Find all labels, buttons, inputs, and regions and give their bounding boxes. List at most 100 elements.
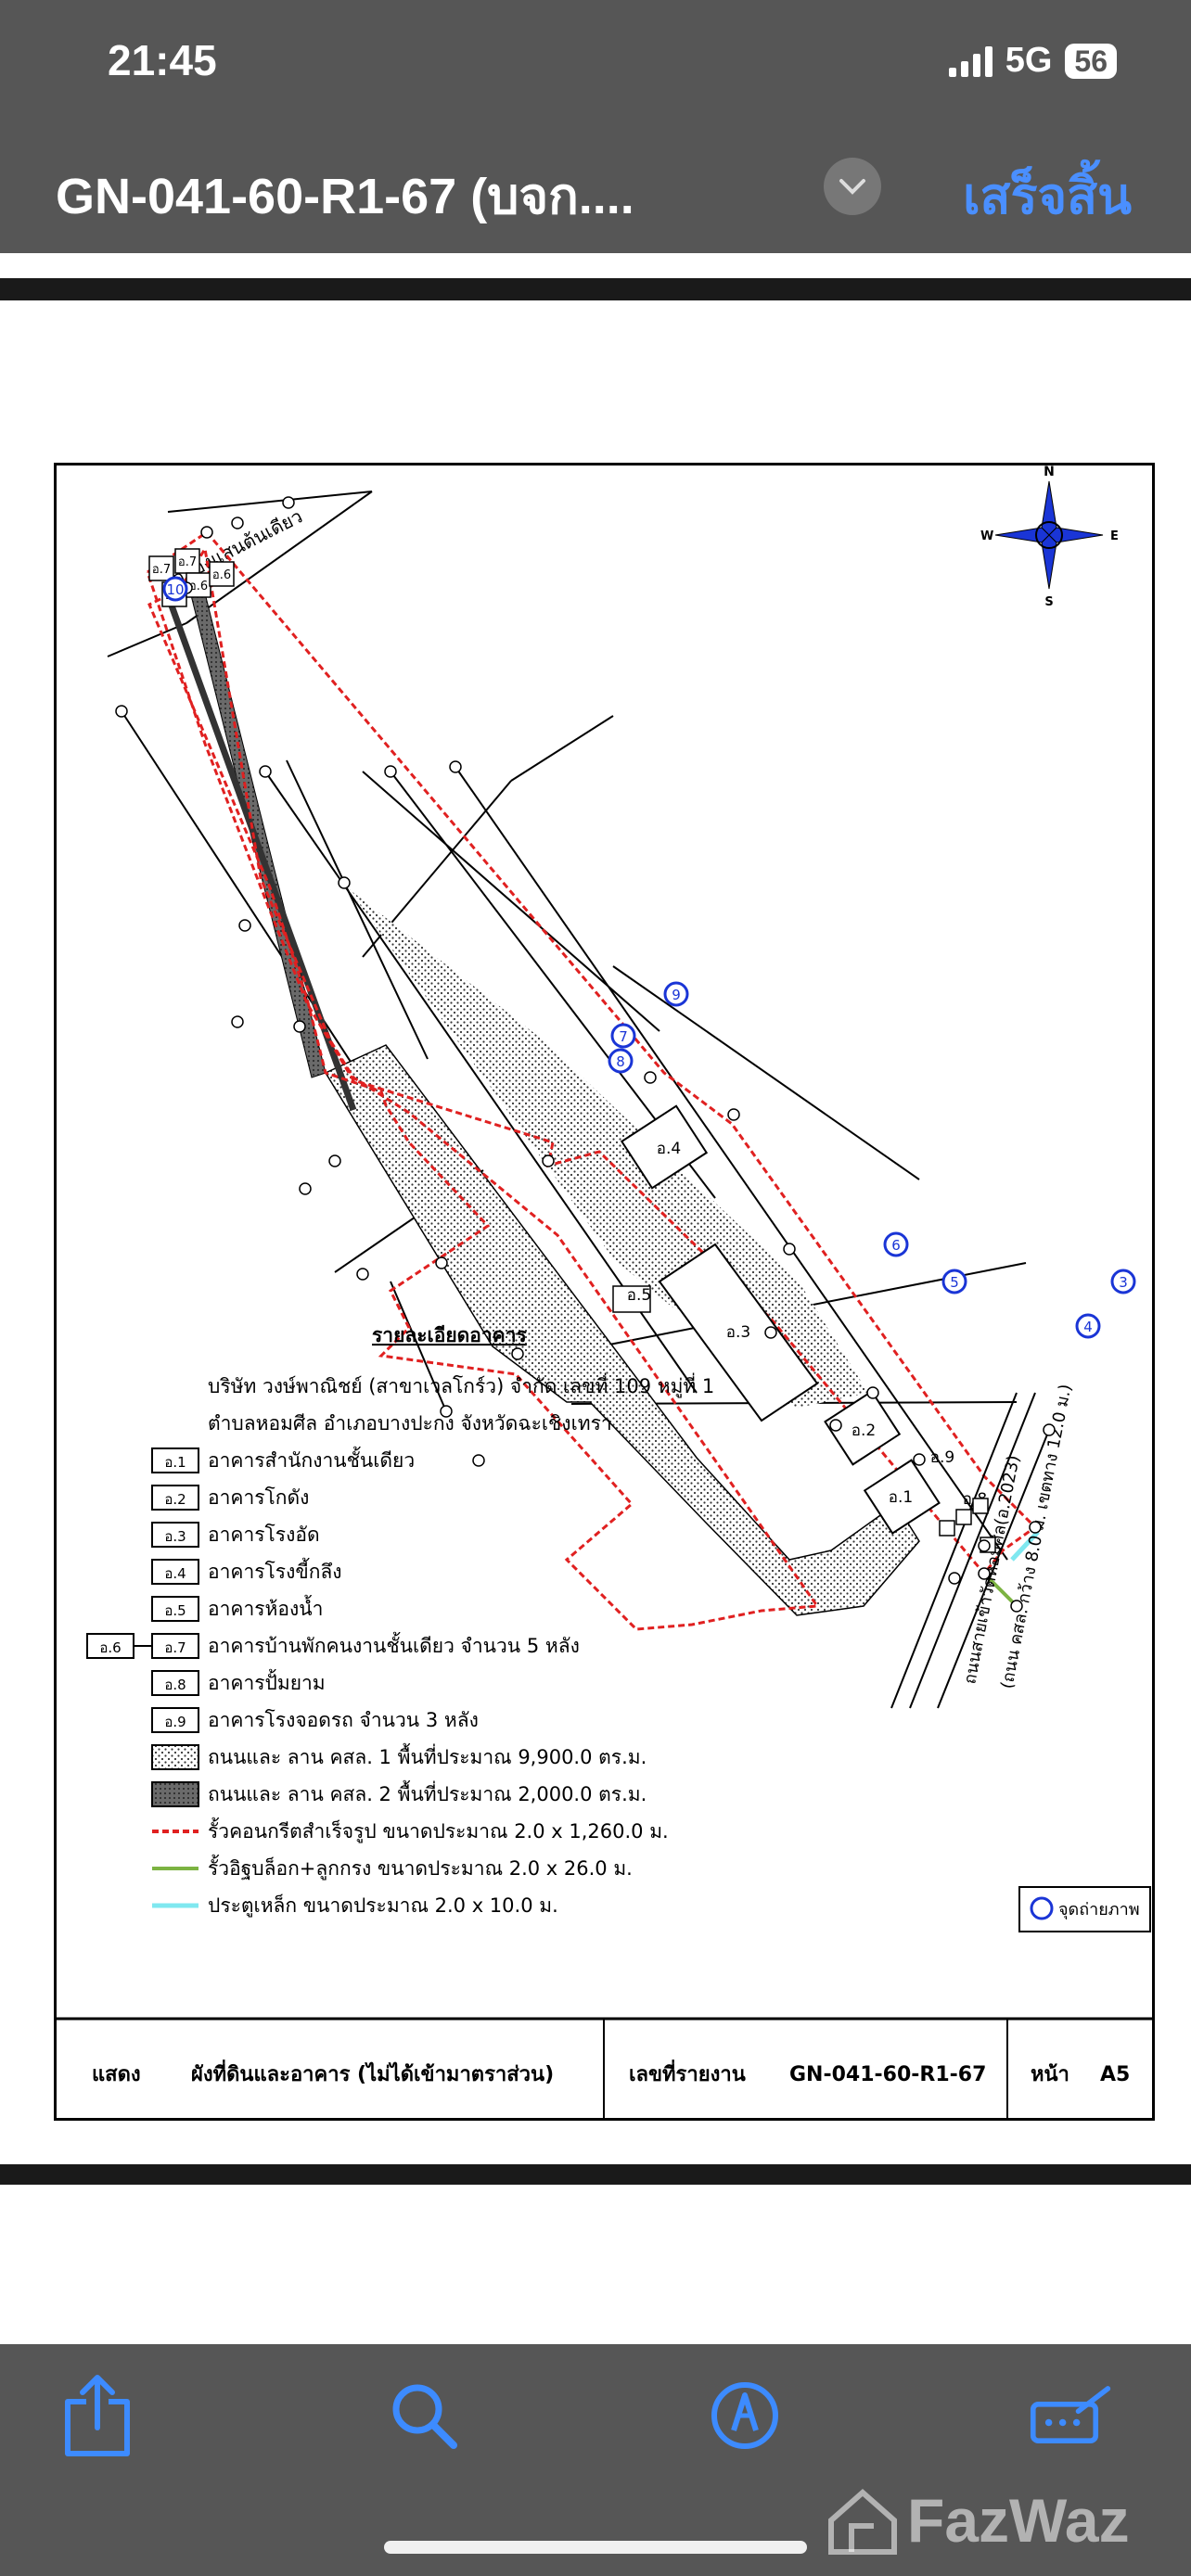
legend-code-4: อ.4 <box>164 1565 186 1582</box>
page-edge-top <box>0 278 1191 300</box>
photo-point-legend: จุดถ่ายภาพ <box>1058 1900 1140 1919</box>
page-number: A5 <box>1100 2063 1130 2086</box>
status-indicators: 5G 56 <box>948 41 1117 81</box>
building-3: อ.3 <box>726 1323 750 1342</box>
survey-nodes <box>115 496 1056 1613</box>
legend-code-5: อ.5 <box>164 1602 186 1619</box>
legend-text-4: อาคารโรงขี้กลึง <box>208 1558 342 1583</box>
photo-point-9[interactable]: 9 <box>663 981 689 1007</box>
annotate-button[interactable] <box>1030 2374 1113 2457</box>
site-plan-drawing: คลองแสนต้นเดียว <box>57 465 1152 2118</box>
done-button[interactable]: เสร็จสิ้น <box>963 169 1132 224</box>
svg-text:3: 3 <box>1119 1274 1128 1291</box>
markup-button[interactable] <box>703 2374 787 2457</box>
compass-n: N <box>1044 465 1055 479</box>
legend-heading: รายละเอียดอาคาร <box>372 1324 528 1346</box>
building-1: อ.1 <box>889 1488 913 1507</box>
svg-text:9: 9 <box>672 987 681 1003</box>
page-edge-bottom <box>0 2164 1191 2185</box>
house-7b: อ.7 <box>178 555 197 569</box>
legend-code-9: อ.9 <box>164 1714 186 1730</box>
photo-point-8[interactable]: 8 <box>608 1048 634 1074</box>
legend-code-6: อ.6 <box>99 1639 121 1656</box>
access-road <box>890 1392 1050 1709</box>
drawing-frame: คลองแสนต้นเดียว <box>54 463 1155 2121</box>
building-9: อ.9 <box>930 1448 954 1467</box>
legend-code-1: อ.1 <box>164 1454 186 1471</box>
legend-code-8: อ.8 <box>164 1677 186 1693</box>
svg-text:10: 10 <box>166 581 184 598</box>
watermark-logo-icon <box>828 2488 897 2555</box>
legend: รายละเอียดอาคาร บริษัท วงษ์พาณิชย์ (สาขา… <box>86 1324 1151 1932</box>
photo-point-10[interactable]: 10 <box>162 576 188 602</box>
legend-text-5: อาคารห้องน้ำ <box>208 1595 323 1620</box>
photo-point-4[interactable]: 4 <box>1075 1313 1101 1339</box>
company-line-1: บริษัท วงษ์พาณิชย์ (สาขาเวลโกร์ว) จำกัด … <box>208 1372 714 1398</box>
photo-point-3[interactable]: 3 <box>1110 1269 1136 1294</box>
watermark: FazWaz <box>826 2483 1130 2557</box>
legend-text-8: อาคารปั้มยาม <box>208 1669 326 1694</box>
compass-w: W <box>980 529 993 543</box>
house-6b: อ.6 <box>189 580 208 593</box>
buildings: อ.4 อ.3 อ.2 อ.1 อ.5 อ.9 อ.8 <box>612 1104 987 1535</box>
legend-pattern-2: ถนนและ ลาน คสล. 2 พื้นที่ประมาณ 2,000.0 … <box>208 1780 647 1805</box>
red-fence-main <box>146 530 1038 1576</box>
legend-text-3: อาคารโรงอัด <box>208 1524 320 1546</box>
share-button[interactable] <box>56 2374 139 2457</box>
compass-icon: N S E W <box>980 465 1119 609</box>
search-icon <box>392 2384 457 2449</box>
document-title[interactable]: GN-041-60-R1-67 (บจก.... <box>56 169 634 224</box>
legend-swatch-dotted <box>151 1744 199 1770</box>
house-6c: อ.6 <box>212 568 231 582</box>
home-indicator[interactable] <box>384 2541 807 2554</box>
signal-icon <box>948 45 992 77</box>
legend-code-7: อ.7 <box>164 1639 186 1656</box>
report-number: GN-041-60-R1-67 <box>789 2063 986 2086</box>
markup-icon <box>711 2382 778 2449</box>
legend-text-2: อาคารโกดัง <box>208 1486 309 1509</box>
title-menu-button[interactable] <box>824 158 881 215</box>
legend-green-fence: รั้วอิฐบล็อก+ลูกกรง ขนาดประมาณ 2.0 x 26.… <box>208 1855 633 1881</box>
title-block: แสดง ผังที่ดินและอาคาร (ไม่ได้เข้ามาตราส… <box>57 2017 1152 2118</box>
legend-code-2: อ.2 <box>164 1491 186 1508</box>
status-time: 21:45 <box>108 36 217 84</box>
document-page[interactable]: คลองแสนต้นเดียว <box>0 300 1191 2164</box>
building-5: อ.5 <box>627 1286 651 1305</box>
svg-text:5: 5 <box>950 1274 959 1291</box>
title-desc: ผังที่ดินและอาคาร (ไม่ได้เข้ามาตราส่วน) <box>191 2059 554 2086</box>
legend-text-7: อาคารบ้านพักคนงานชั้นเดียว จำนวน 5 หลัง <box>208 1632 580 1657</box>
svg-text:7: 7 <box>619 1028 628 1045</box>
annotate-icon <box>1030 2386 1111 2443</box>
legend-cyan-gate: ประตูเหล็ก ขนาดประมาณ 2.0 x 10.0 ม. <box>208 1893 558 1918</box>
nav-bar: GN-041-60-R1-67 (บจก.... เสร็จสิ้น <box>0 137 1191 253</box>
legend-swatch-dark <box>151 1781 199 1807</box>
report-label: เลขที่รายงาน <box>629 2059 746 2086</box>
network-label: 5G <box>1005 41 1053 80</box>
company-line-2: ตำบลหอมศีล อำเภอบางปะกง จังหวัดฉะเชิงเทร… <box>208 1412 612 1435</box>
photo-point-7[interactable]: 7 <box>610 1023 636 1049</box>
title-show: แสดง <box>92 2063 141 2086</box>
battery-icon: 56 <box>1065 43 1117 79</box>
page-label: หน้า <box>1031 2063 1069 2086</box>
legend-pattern-1: ถนนและ ลาน คสล. 1 พื้นที่ประมาณ 9,900.0 … <box>208 1743 647 1768</box>
building-4: อ.4 <box>657 1140 681 1158</box>
legend-red-fence: รั้วคอนกรีตสำเร็จรูป ขนาดประมาณ 2.0 x 1,… <box>208 1817 669 1843</box>
photo-point-icon <box>1030 1896 1054 1920</box>
search-button[interactable] <box>382 2374 466 2457</box>
svg-text:8: 8 <box>616 1053 625 1070</box>
canal: คลองแสนต้นเดียว <box>107 491 373 657</box>
compass-e: E <box>1110 529 1119 543</box>
concrete-area-1-main <box>324 1044 920 1616</box>
legend-code-3: อ.3 <box>164 1528 186 1545</box>
building-2: อ.2 <box>852 1422 876 1440</box>
watermark-text: FazWaz <box>907 2486 1130 2555</box>
compass-s: S <box>1044 595 1053 609</box>
chevron-down-icon <box>839 179 865 195</box>
photo-points: 10 9 7 8 6 5 3 4 <box>162 576 1136 1339</box>
photo-point-6[interactable]: 6 <box>883 1231 909 1257</box>
house-7a: อ.7 <box>152 563 171 577</box>
red-fence <box>147 544 820 1631</box>
legend-text-1: อาคารสำนักงานชั้นเดียว <box>208 1447 415 1472</box>
photo-point-5[interactable]: 5 <box>941 1269 967 1294</box>
svg-text:6: 6 <box>891 1237 901 1254</box>
